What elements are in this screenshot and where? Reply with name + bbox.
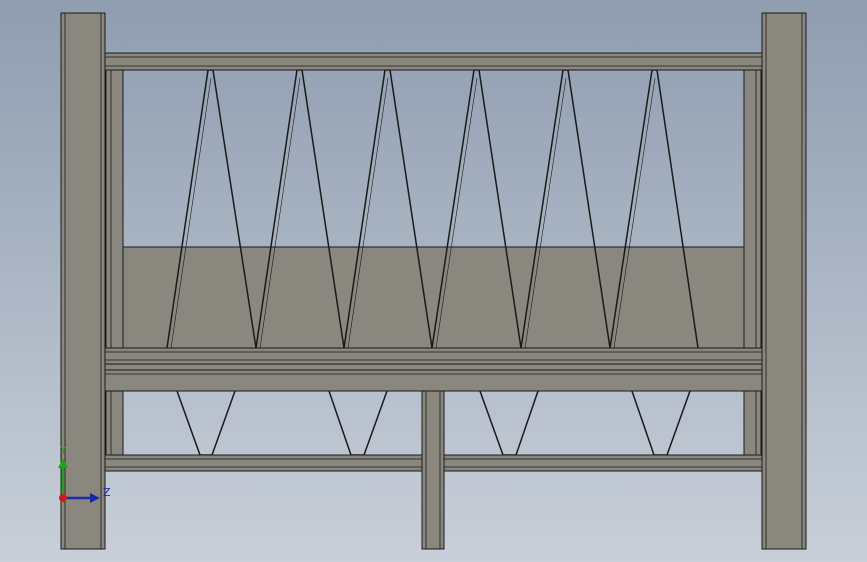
center-post	[421, 390, 445, 550]
left-column	[60, 12, 106, 550]
right-column	[761, 12, 807, 550]
z-axis-arrowhead	[90, 493, 100, 503]
middle-chord	[103, 347, 763, 392]
z-axis-label: Z	[103, 486, 111, 499]
top-chord	[103, 52, 763, 71]
origin-marker	[59, 494, 67, 502]
y-axis-arrowhead	[58, 458, 68, 468]
axis-triad: Y Z	[58, 444, 111, 503]
inner-uprights	[105, 69, 762, 456]
y-axis-label: Y	[59, 444, 67, 457]
